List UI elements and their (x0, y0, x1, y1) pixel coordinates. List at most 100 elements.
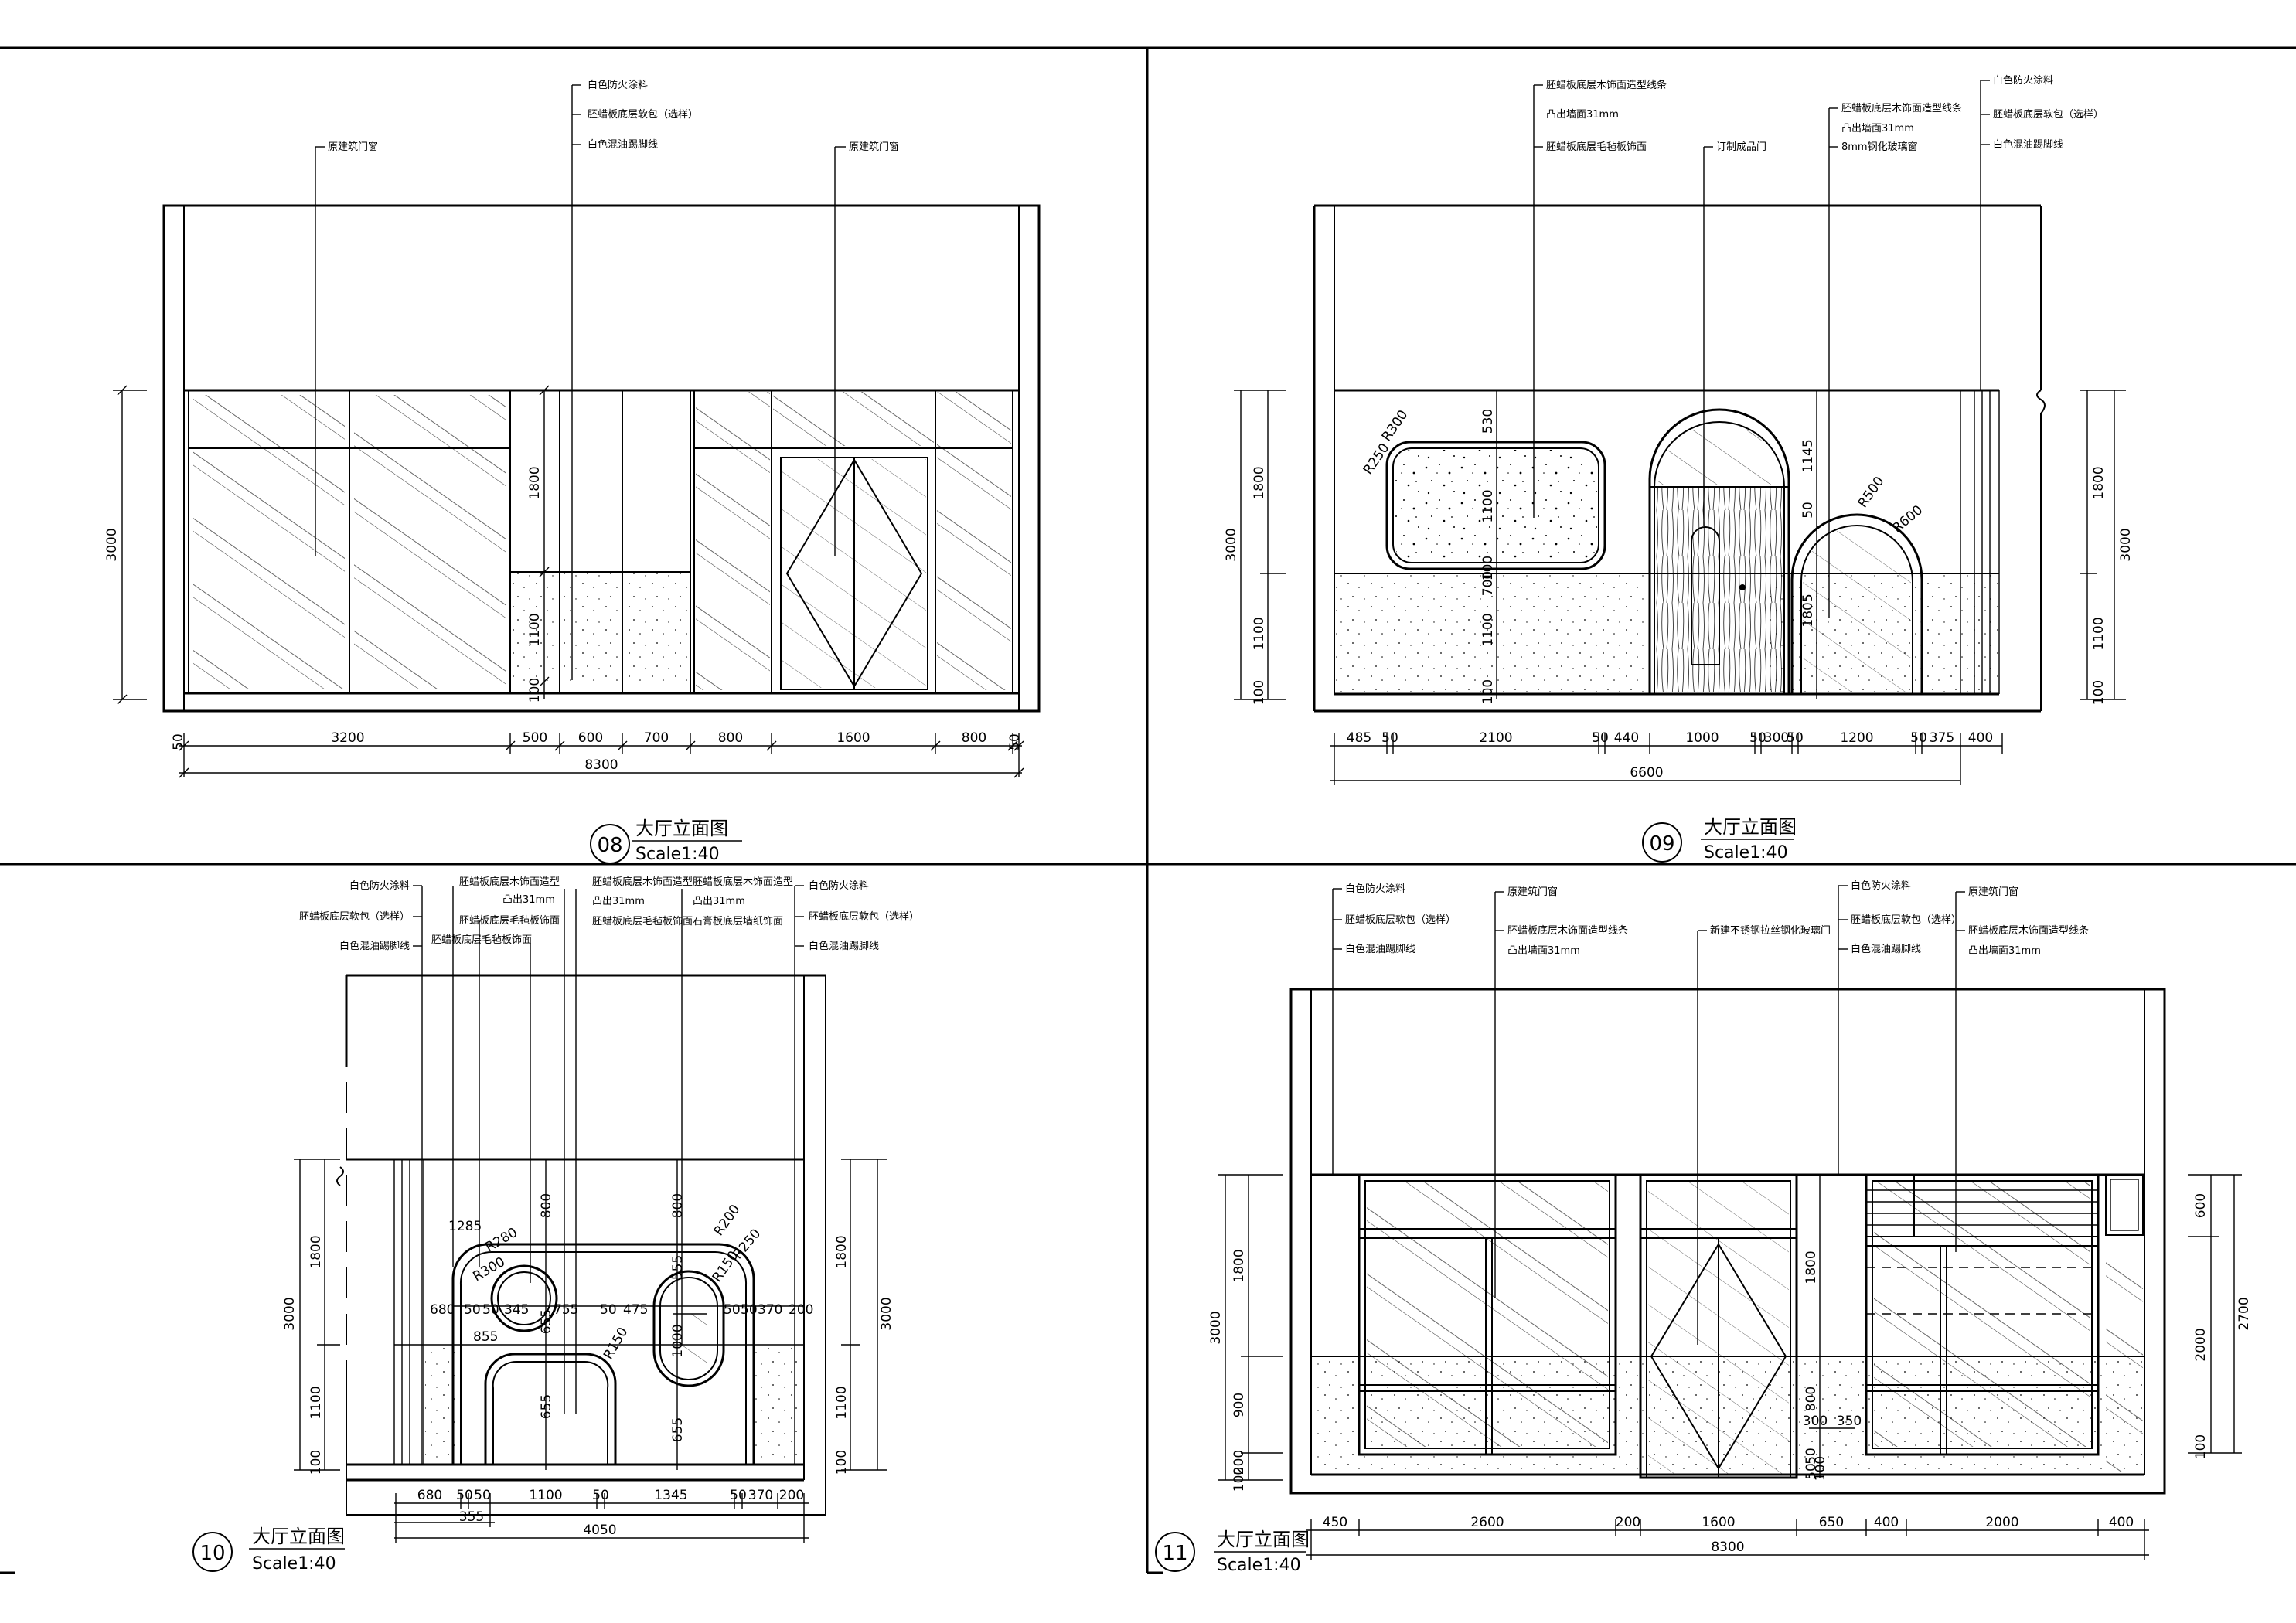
note-10-r2: 白色混油踢脚线 (809, 940, 879, 952)
radius-10-b: R300 (471, 1254, 508, 1284)
dim-11-b7: 400 (2109, 1515, 2134, 1530)
radius-10-f: R150 (601, 1325, 631, 1362)
dim-10-i10: 755 (554, 1302, 578, 1318)
dim-10-r1: 1800 (834, 1235, 850, 1268)
note-11-d1: 胚蜡板底层软包（选样） (1851, 914, 1961, 926)
radius-10-d: R150 (710, 1248, 742, 1285)
dim-09-b6: 50 (1749, 730, 1766, 746)
dim-10-i13: 50 (724, 1302, 741, 1318)
dim-09-b1: 50 (1381, 730, 1398, 746)
note-11-b2: 凸出墙面31mm (1507, 945, 1580, 957)
dim-11-i2: 300 (1803, 1414, 1828, 1429)
note-11-e0: 原建筑门窗 (1968, 886, 2018, 898)
drawing-title-08: 大厅立面图 (635, 818, 728, 839)
note-11-a2: 白色混油踢脚线 (1345, 943, 1415, 955)
dim-11-i6: 100 (1813, 1456, 1828, 1481)
dim-08-b1: 3200 (331, 730, 364, 746)
dim-08-inner-b: 1100 (527, 613, 543, 646)
dim-09-i4: 1100 (1480, 613, 1496, 646)
note-10-n2: 胚蜡板底层毛毡板饰面 (592, 915, 693, 927)
dim-11-l0: 3000 (1208, 1311, 1224, 1344)
drawing-number-10: 10 (199, 1542, 225, 1565)
note-09-b: 凸出墙面31mm (1546, 109, 1619, 121)
dim-11-r1: 600 (2193, 1193, 2209, 1218)
note-10-l2: 白色混油踢脚线 (339, 940, 410, 952)
dim-08-left: 3000 (104, 528, 120, 561)
dim-09-b2: 2100 (1479, 730, 1512, 746)
drawing-title-09: 大厅立面图 (1704, 816, 1797, 838)
elevation-10 (294, 885, 887, 1543)
dim-10-sub: 355 (459, 1509, 484, 1525)
dim-09-i6: 1145 (1800, 439, 1816, 472)
drawing-scale-10: Scale1:40 (252, 1554, 336, 1574)
dim-10-i12: 475 (623, 1302, 648, 1318)
note-09-h: 白色防火涂料 (1993, 74, 2053, 87)
dim-10-r0: 3000 (879, 1297, 894, 1330)
dim-09-l2: 1100 (1252, 617, 1267, 650)
note-11-a1: 胚蜡板底层软包（选样） (1345, 914, 1456, 926)
dim-11-l1: 1800 (1231, 1249, 1247, 1282)
note-10-l1: 胚蜡板底层软包（选样） (299, 910, 410, 923)
note-10-r0: 白色防火涂料 (809, 880, 869, 892)
note-08-d: 原建筑门窗 (328, 141, 378, 153)
dim-10-b3: 1100 (529, 1488, 562, 1503)
note-09-a: 胚蜡板底层木饰面造型线条 (1546, 79, 1667, 91)
dim-11-r0: 2700 (2236, 1297, 2252, 1330)
elevation-08 (113, 84, 1041, 778)
dim-09-i8: 1805 (1800, 594, 1816, 627)
dim-11-i4: 50 (1804, 1448, 1819, 1465)
dim-09-b4: 440 (1614, 730, 1639, 746)
dim-11-b1: 2600 (1470, 1515, 1504, 1530)
note-10-m3: 胚蜡板底层毛毡板饰面 (431, 934, 532, 946)
dim-08-b0: 50 (171, 733, 186, 750)
dim-11-r2: 2000 (2193, 1328, 2209, 1361)
dim-10-l3: 100 (308, 1450, 324, 1475)
dim-10-i6: 680 (430, 1302, 455, 1318)
dim-10-total: 4050 (583, 1523, 616, 1538)
dim-09-b9: 1200 (1840, 730, 1873, 746)
dim-08-inner-a: 1800 (527, 466, 543, 499)
dim-08-b3: 600 (578, 730, 603, 746)
note-11-e2: 凸出墙面31mm (1968, 945, 2041, 957)
dim-10-b8: 200 (779, 1488, 804, 1503)
dim-10-i19: 655 (539, 1309, 554, 1334)
drawing-number-08: 08 (597, 834, 622, 857)
drawing-number-circle-08 (590, 824, 630, 864)
dim-09-i3: 700 (1480, 571, 1496, 596)
note-08-a: 白色防火涂料 (588, 79, 648, 91)
radius-09-c: R500 (1855, 474, 1888, 511)
dim-10-r2: 1100 (834, 1386, 850, 1419)
dim-11-r3: 100 (2193, 1434, 2209, 1459)
note-10-o0: 胚蜡板底层木饰面造型 (693, 876, 793, 888)
note-09-e: 胚蜡板底层木饰面造型线条 (1841, 102, 1962, 114)
dim-10-i17: 855 (473, 1329, 498, 1345)
dim-11-i0: 800 (1804, 1387, 1819, 1411)
dim-08-total: 8300 (584, 757, 618, 773)
dim-11-l2: 900 (1231, 1393, 1247, 1417)
dim-08-b6: 1600 (836, 730, 870, 746)
note-08-e: 原建筑门窗 (849, 141, 899, 153)
dim-10-b5: 1345 (654, 1488, 687, 1503)
dim-10-i24: 800 (670, 1193, 686, 1218)
radius-09-b: R300 (1379, 407, 1412, 444)
note-10-o1: 凸出31mm (693, 896, 745, 907)
note-10-l0: 白色防火涂料 (349, 880, 410, 892)
dim-09-b3: 50 (1592, 730, 1609, 746)
dim-10-i14: 50 (741, 1302, 758, 1318)
dim-09-r3: 100 (2091, 680, 2107, 705)
note-10-o2: 石膏板底层墙纸饰面 (693, 915, 783, 927)
elevation-08-labels: 白色防火涂料 胚蜡板底层软包（选样） 白色混油踢脚线 原建筑门窗 原建筑门窗 3… (104, 79, 1023, 864)
dim-09-total: 6600 (1630, 765, 1663, 781)
note-10-m2: 胚蜡板底层毛毡板饰面 (459, 914, 560, 927)
dim-10-l1: 1800 (308, 1235, 324, 1268)
dim-10-b4: 50 (592, 1488, 609, 1503)
dim-10-i25: 1000 (670, 1324, 686, 1357)
dim-10-r3: 100 (834, 1450, 850, 1475)
dim-09-b5: 1000 (1685, 730, 1719, 746)
radius-10-e: R200 (711, 1202, 744, 1239)
dim-09-l1: 1800 (1252, 466, 1267, 499)
dim-10-i9: 345 (504, 1302, 529, 1318)
dim-10-1285: 1285 (448, 1219, 482, 1234)
note-08-c: 白色混油踢脚线 (588, 138, 658, 151)
drawing-scale-08: Scale1:40 (635, 845, 720, 864)
